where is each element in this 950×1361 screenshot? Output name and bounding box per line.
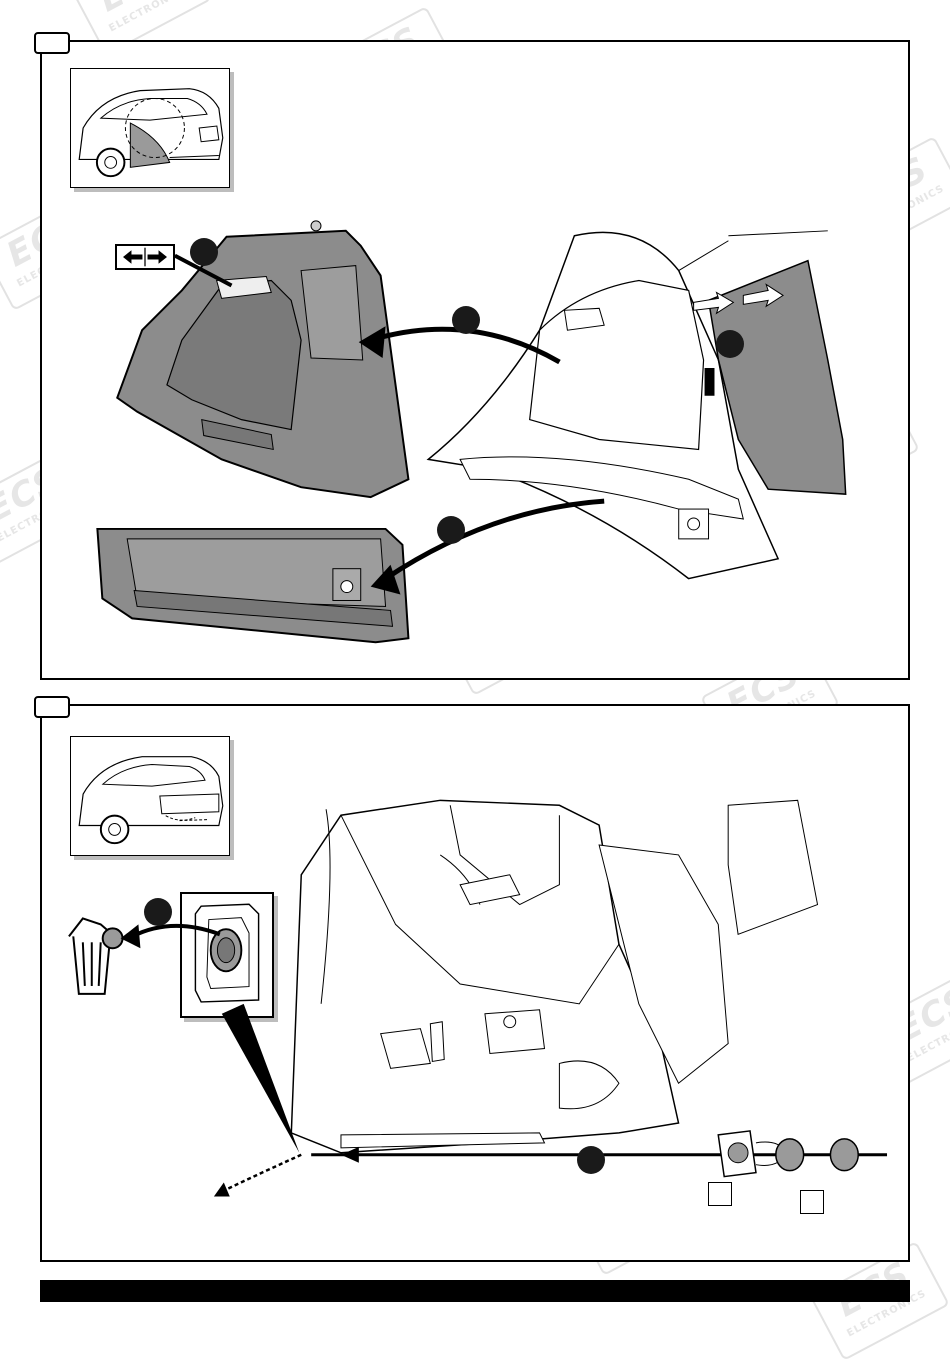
pillar-trim [707,259,847,495]
arrow-left-icon [123,250,143,264]
grommet-icon [775,1138,859,1172]
part-label-box [800,1190,824,1214]
car-overview-thumbnail [70,68,230,188]
socket-connector-icon [717,1130,789,1178]
step-panel-2 [34,696,910,1262]
step-marker [144,898,172,926]
tool-arrows-box [115,244,175,270]
part-label-box [708,1182,732,1206]
car-overview-thumbnail [70,736,230,856]
trash-bin-icon [68,917,124,995]
arrow-right-icon [147,250,167,264]
footer-bar [40,1280,910,1302]
trunk-panel-removal-illustration [96,220,847,644]
trunk-floor-routing-illustration [68,799,888,1197]
step-number-tab [34,32,70,54]
car-rear-view-icon [78,756,224,845]
step-marker [190,238,218,266]
car-rear-three-quarter-icon [78,88,224,178]
step-marker [437,516,465,544]
step-number-tab [34,696,70,718]
step-marker [577,1146,605,1174]
step-marker [452,306,480,334]
step-marker [716,330,744,358]
step-panel-1 [34,32,910,680]
